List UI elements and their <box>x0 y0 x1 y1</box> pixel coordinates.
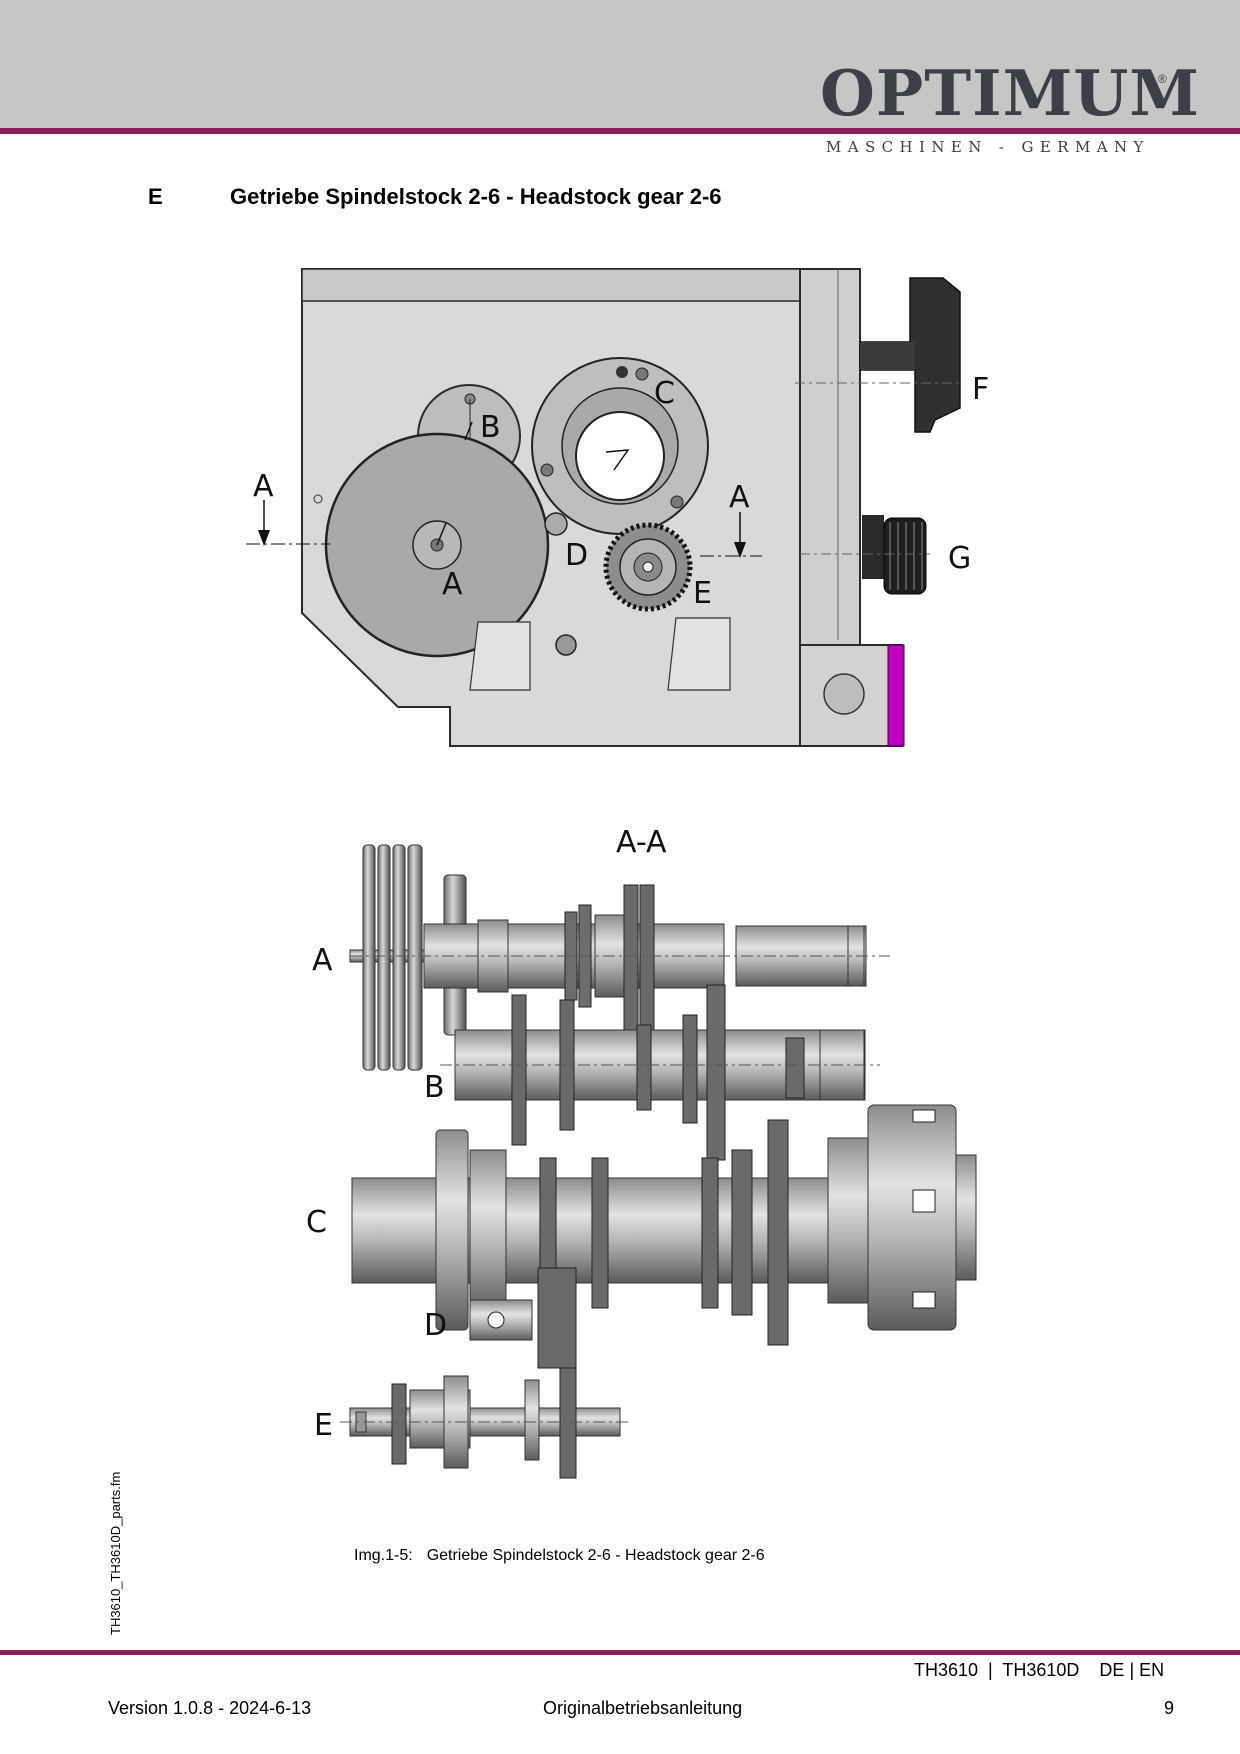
header-rule <box>0 128 1240 134</box>
page-number: 9 <box>1164 1698 1175 1718</box>
label-top-c: C <box>654 376 675 411</box>
label-top-a: A <box>442 567 463 602</box>
sidebar-filename: TH3610_TH3610D_parts.fm <box>108 1471 123 1635</box>
figure-caption: Img.1-5: Getriebe Spindelstock 2-6 - Head… <box>354 1547 765 1565</box>
label-sec-b: B <box>424 1070 445 1105</box>
section-mark-right: A <box>729 480 750 515</box>
footer-version: Version 1.0.8 - 2024-6-13 <box>108 1698 312 1718</box>
label-sec-d: D <box>424 1308 447 1343</box>
top-view-labels: A A A B C D E F G <box>253 372 989 611</box>
label-sec-e: E <box>314 1408 333 1443</box>
brand-logo: OPTIMUM <box>820 56 1201 130</box>
brand-tagline: MASCHINEN - GERMANY <box>826 138 1150 156</box>
headstock-top-view <box>246 268 961 747</box>
label-top-d: D <box>565 538 588 573</box>
label-top-e: E <box>693 576 712 611</box>
section-mark-left: A <box>253 469 274 504</box>
label-sec-a: A <box>312 943 333 978</box>
label-top-b: B <box>480 410 501 445</box>
label-top-g: G <box>948 541 971 576</box>
caption-text: Getriebe Spindelstock 2-6 - Headstock ge… <box>426 1547 765 1564</box>
header-band <box>0 0 1240 128</box>
label-top-f: F <box>972 372 989 407</box>
footer-models: TH3610 | TH3610D DE | EN <box>914 1660 1165 1680</box>
registered-mark: ® <box>1158 72 1167 86</box>
caption-ref: Img.1-5: <box>354 1547 413 1564</box>
section-a-a-view <box>340 844 977 1479</box>
section-view-labels: A-A A B C D E <box>306 825 667 1443</box>
section-letter: E <box>148 184 163 209</box>
section-view-title: A-A <box>616 825 667 860</box>
footer-rule <box>0 1650 1240 1655</box>
section-title: Getriebe Spindelstock 2-6 - Headstock ge… <box>230 184 722 209</box>
footer-doc-type: Originalbetriebsanleitung <box>543 1698 743 1718</box>
label-sec-c: C <box>306 1205 327 1240</box>
